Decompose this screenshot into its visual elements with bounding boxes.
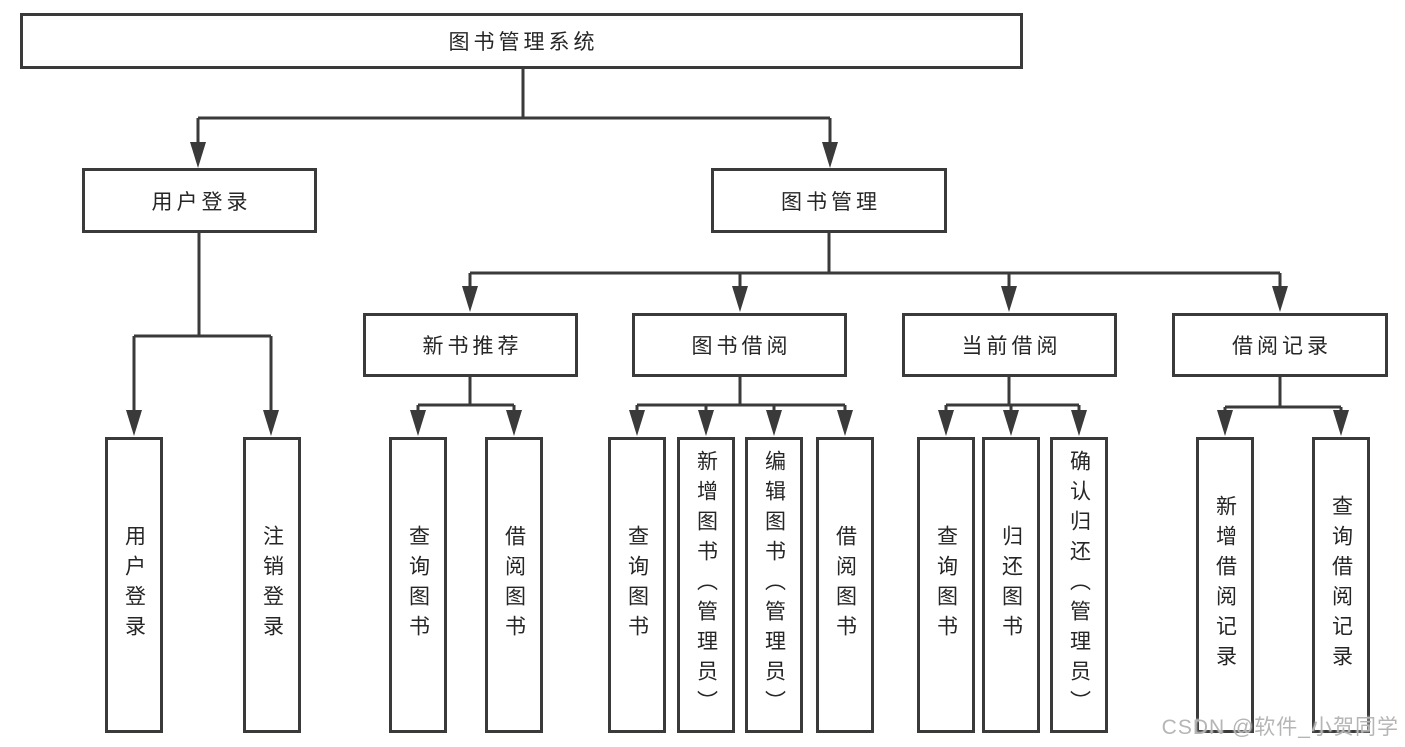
node-label: 新增图书（管理员） — [694, 450, 718, 720]
node-label: 查询图书 — [406, 525, 430, 645]
leaf-bb-borrow-books: 借阅图书 — [816, 437, 874, 733]
csdn-watermark: CSDN @软件_小贺同学 — [1161, 716, 1399, 739]
connector-root-to-level2 — [196, 69, 832, 150]
node-label: 用户登录 — [122, 525, 146, 645]
leaf-br-add-record: 新增借阅记录 — [1196, 437, 1254, 733]
node-user-login: 用户登录 — [82, 168, 317, 233]
node-new-book-recommend: 新书推荐 — [363, 313, 578, 377]
leaf-nbr-query-books: 查询图书 — [389, 437, 447, 733]
leaf-cb-query-books: 查询图书 — [917, 437, 975, 733]
node-label: 图书管理 — [781, 190, 881, 214]
leaf-cb-confirm-return-admin: 确认归还（管理员） — [1050, 437, 1108, 733]
connector-book-management-to-level3 — [468, 233, 1282, 298]
leaf-nbr-borrow-books: 借阅图书 — [485, 437, 543, 733]
node-label: 图书管理系统 — [448, 31, 599, 54]
connector-borrow-records-to-leaves — [1223, 377, 1343, 422]
node-root: 图书管理系统 — [20, 13, 1023, 69]
node-label: 借阅记录 — [1232, 335, 1332, 358]
node-label: 归还图书 — [999, 525, 1023, 645]
node-label: 确认归还（管理员） — [1067, 450, 1091, 720]
leaf-cb-return-books: 归还图书 — [982, 437, 1040, 733]
connector-new-book-recommend-to-leaves — [416, 377, 516, 422]
leaf-br-query-record: 查询借阅记录 — [1312, 437, 1370, 733]
leaf-bb-query-books: 查询图书 — [608, 437, 666, 733]
node-label: 借阅图书 — [833, 525, 857, 645]
node-book-borrow: 图书借阅 — [632, 313, 847, 377]
node-borrow-records: 借阅记录 — [1172, 313, 1388, 377]
node-book-management: 图书管理 — [711, 168, 947, 233]
node-label: 新书推荐 — [422, 335, 523, 358]
node-label: 查询图书 — [934, 525, 958, 645]
node-label: 新增借阅记录 — [1213, 495, 1237, 675]
node-label: 注销登录 — [260, 525, 284, 645]
node-label: 编辑图书（管理员） — [762, 450, 786, 720]
connector-user-login-to-leaves — [132, 233, 273, 422]
node-current-borrow: 当前借阅 — [902, 313, 1117, 377]
leaf-user-login: 用户登录 — [105, 437, 163, 733]
connector-book-borrow-to-leaves — [635, 377, 847, 422]
arrowheads — [126, 142, 1349, 436]
leaf-bb-edit-books-admin: 编辑图书（管理员） — [745, 437, 803, 733]
node-label: 图书借阅 — [691, 335, 792, 358]
node-label: 当前借阅 — [961, 335, 1062, 358]
leaf-logout: 注销登录 — [243, 437, 301, 733]
node-label: 查询图书 — [625, 525, 649, 645]
leaf-bb-add-books-admin: 新增图书（管理员） — [677, 437, 735, 733]
node-label: 用户登录 — [151, 190, 252, 214]
node-label: 借阅图书 — [502, 525, 526, 645]
node-label: 查询借阅记录 — [1329, 495, 1353, 675]
